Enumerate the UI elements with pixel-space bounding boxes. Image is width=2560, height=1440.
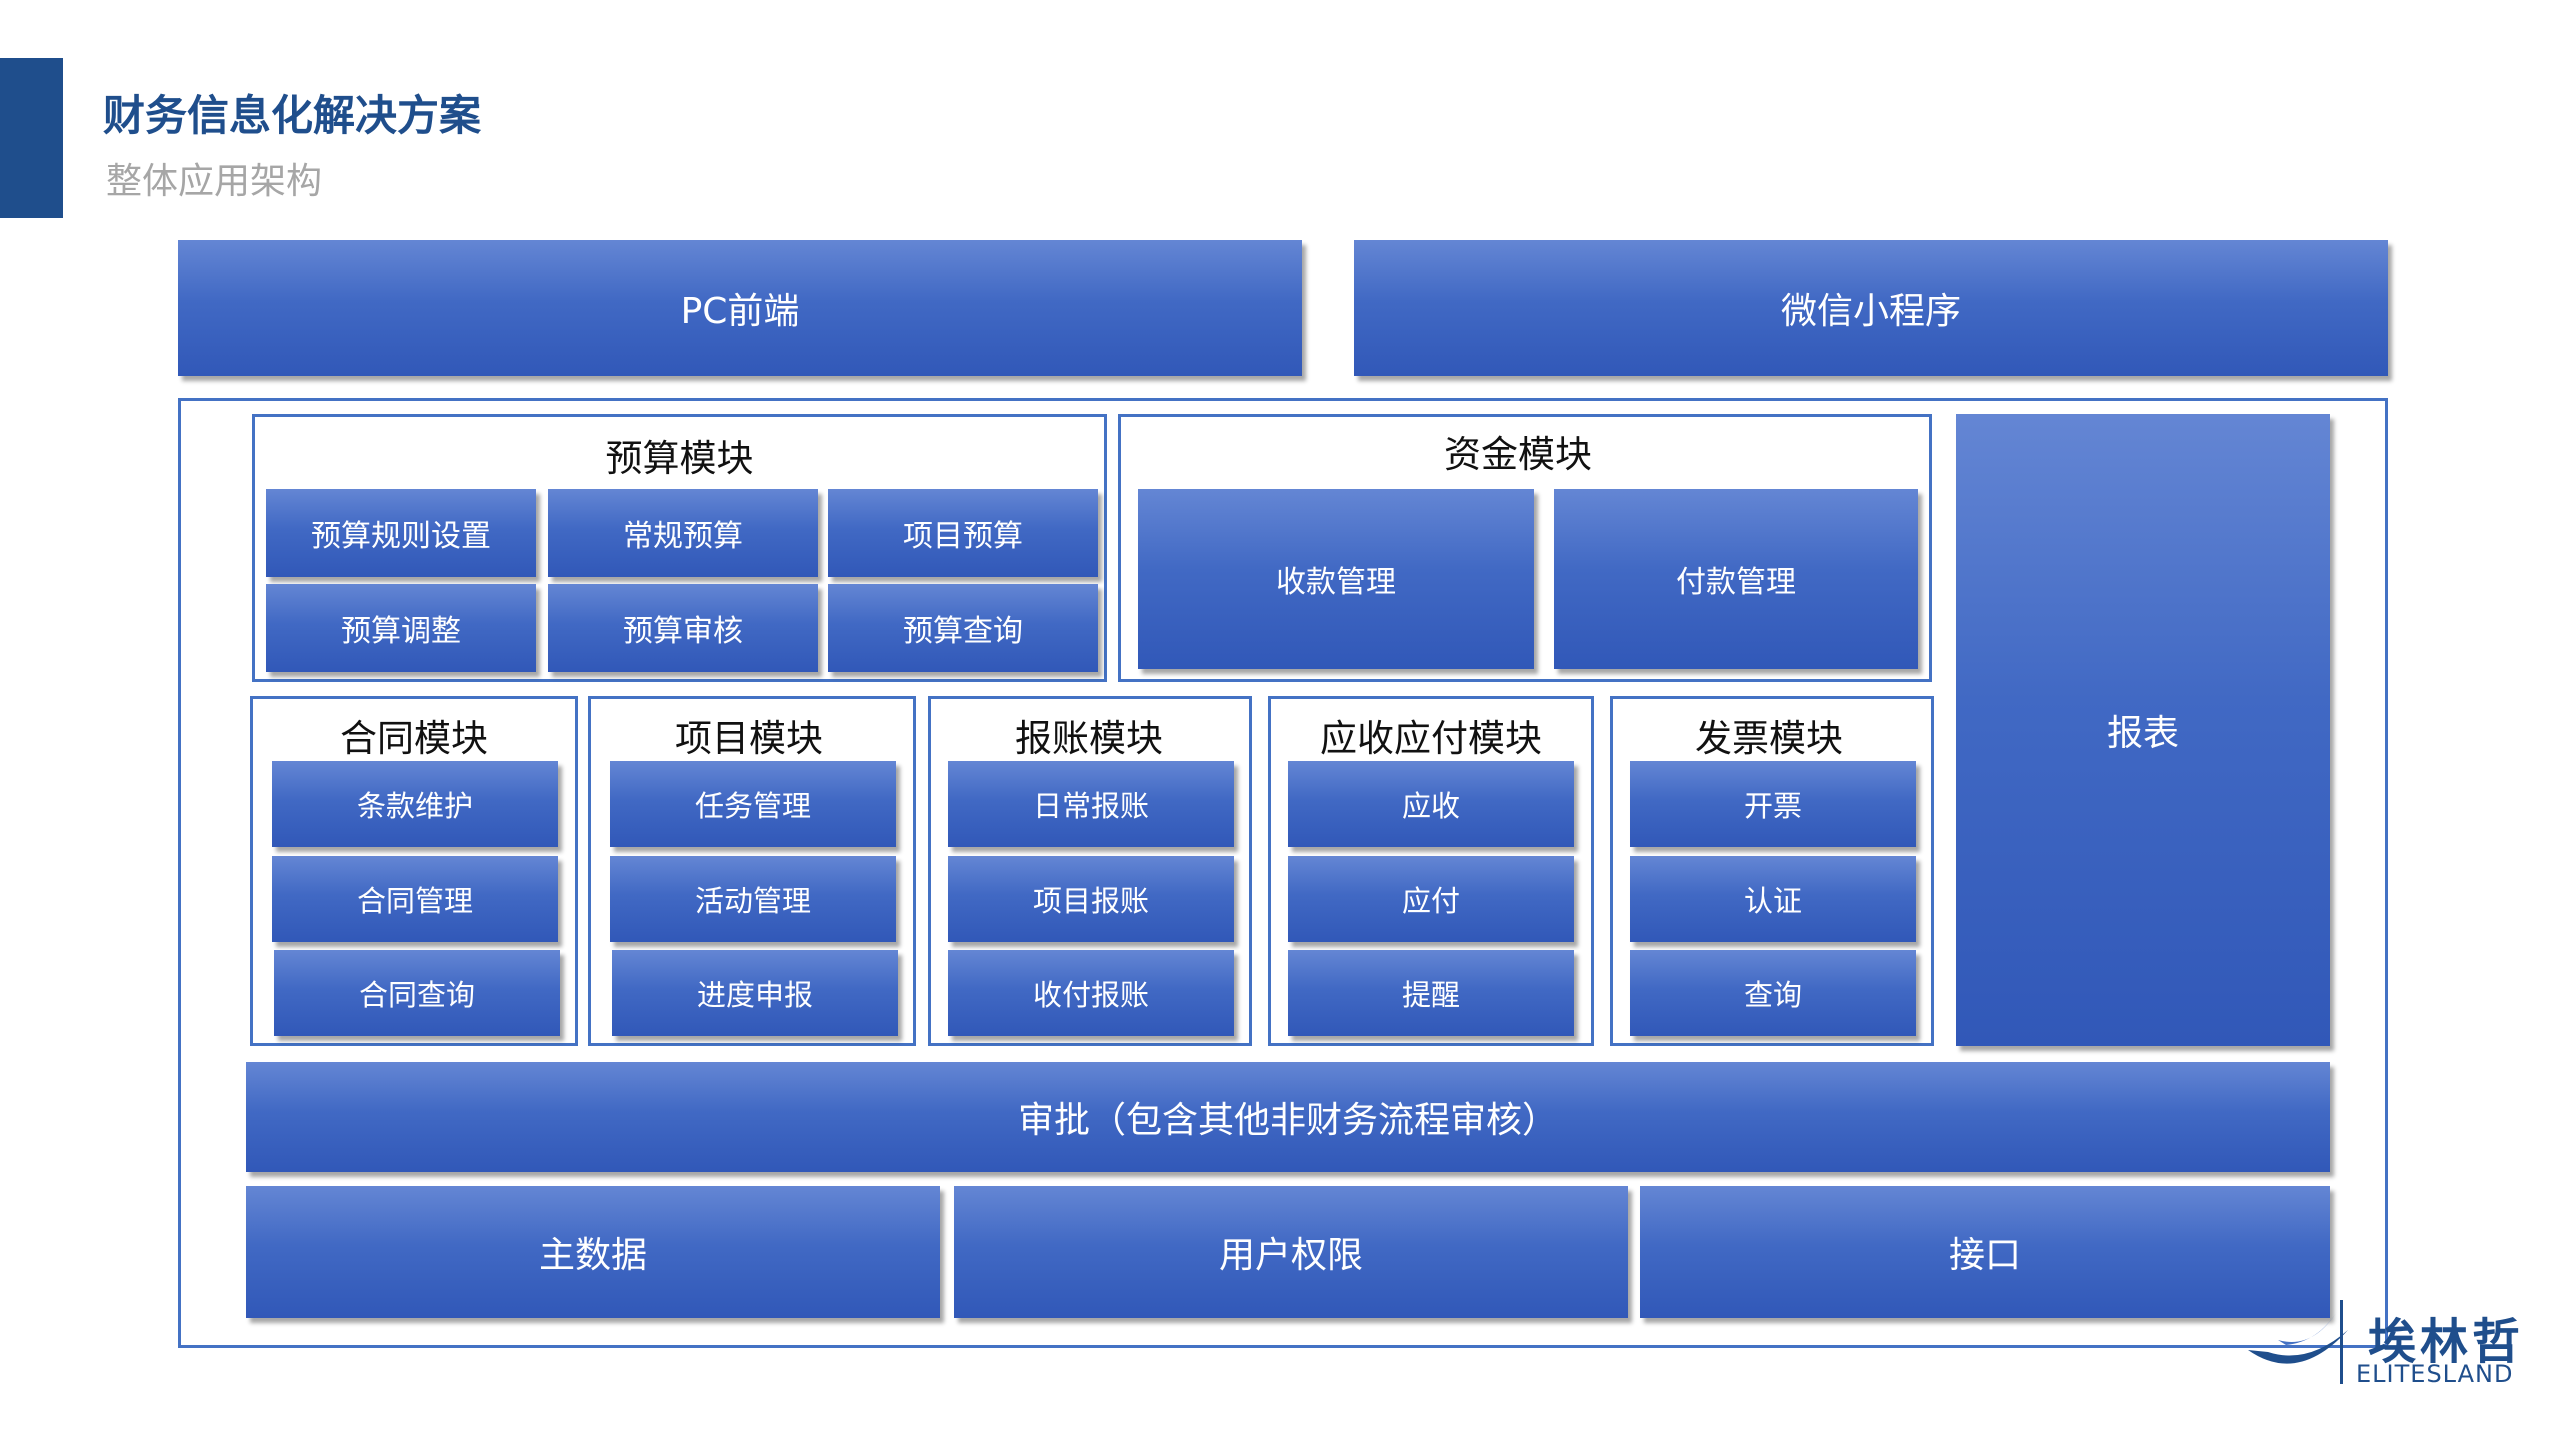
receipt-management-block[interactable]: 收款管理 [1138,489,1534,669]
contract-module-title: 合同模块 [340,717,488,760]
logo-english: ELITESLAND [2356,1360,2514,1388]
receivable-payable-module-title: 应收应付模块 [1320,717,1542,760]
report-block[interactable]: 报表 [1956,414,2330,1046]
page-title: 财务信息化解决方案 [103,91,482,140]
user-permission-block[interactable]: 用户权限 [954,1186,1628,1318]
funds-module-title: 资金模块 [1444,433,1592,476]
invoice-item[interactable]: 认证 [1630,856,1916,942]
contract-item[interactable]: 合同管理 [272,856,558,942]
invoice-item[interactable]: 开票 [1630,761,1916,847]
logo-name: 埃林哲 [2368,1314,2525,1370]
logo-divider [2340,1300,2343,1384]
contract-item[interactable]: 合同查询 [274,950,560,1036]
project-item[interactable]: 任务管理 [610,761,896,847]
budget-item[interactable]: 预算调整 [266,584,536,672]
contract-item[interactable]: 条款维护 [272,761,558,847]
budget-item[interactable]: 预算规则设置 [266,489,536,577]
project-item[interactable]: 活动管理 [610,856,896,942]
budget-module-title: 预算模块 [605,437,754,480]
budget-item[interactable]: 预算审核 [548,584,818,672]
approval-block[interactable]: 审批（包含其他非财务流程审核） [246,1062,2330,1172]
interface-block[interactable]: 接口 [1640,1186,2330,1318]
receivable-payable-item[interactable]: 应收 [1288,761,1574,847]
expense-item[interactable]: 日常报账 [948,761,1234,847]
invoice-module-title: 发票模块 [1695,717,1843,760]
expense-module-title: 报账模块 [1015,717,1163,760]
budget-item[interactable]: 常规预算 [548,489,818,577]
wechat-miniprogram-block[interactable]: 微信小程序 [1354,240,2388,376]
project-item[interactable]: 进度申报 [612,950,898,1036]
receivable-payable-item[interactable]: 应付 [1288,856,1574,942]
master-data-block[interactable]: 主数据 [246,1186,940,1318]
payment-management-block[interactable]: 付款管理 [1554,489,1918,669]
invoice-item[interactable]: 查询 [1630,950,1916,1036]
receivable-payable-item[interactable]: 提醒 [1288,950,1574,1036]
project-module-title: 项目模块 [675,717,823,760]
company-logo-icon [2248,1310,2348,1364]
pc-frontend-block[interactable]: PC前端 [178,240,1302,376]
header-accent-bar [0,58,63,218]
page-subtitle: 整体应用架构 [106,161,323,202]
budget-item[interactable]: 预算查询 [828,584,1098,672]
expense-item[interactable]: 收付报账 [948,950,1234,1036]
expense-item[interactable]: 项目报账 [948,856,1234,942]
budget-item[interactable]: 项目预算 [828,489,1098,577]
